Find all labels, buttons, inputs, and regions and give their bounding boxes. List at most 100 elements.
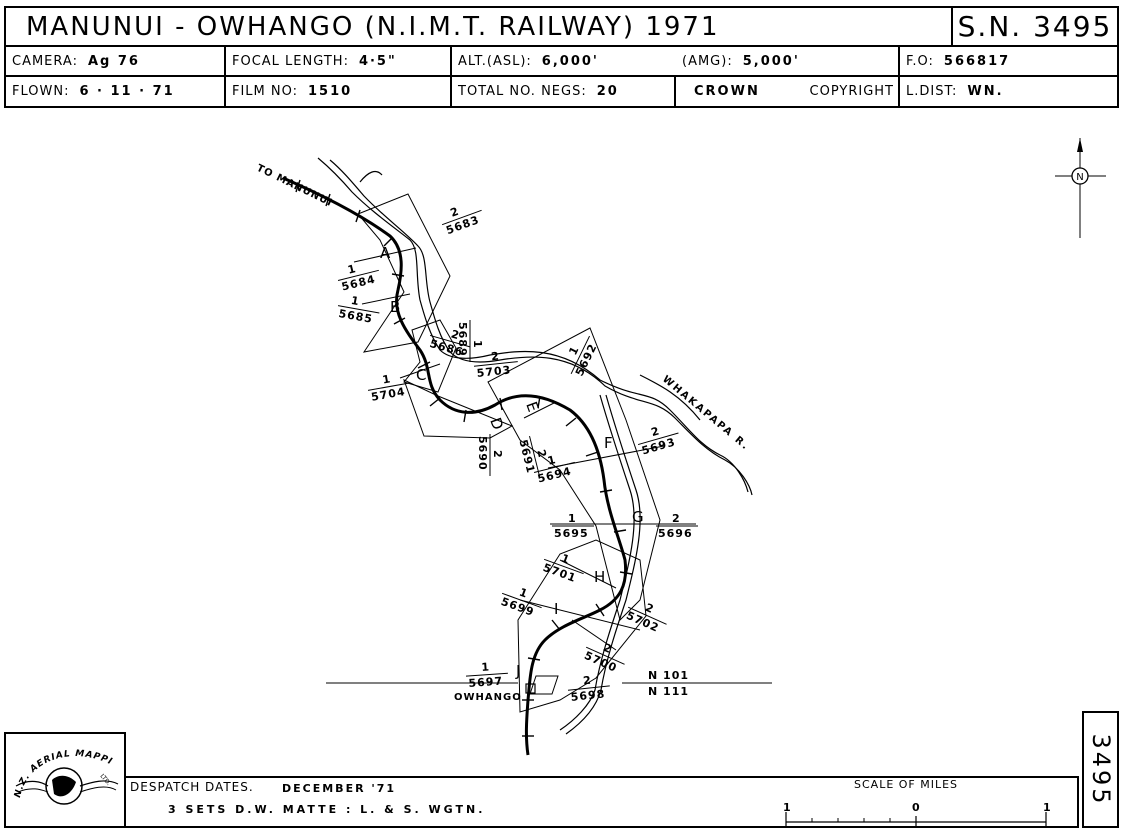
frame-5701: 1 5701: [541, 552, 584, 585]
focal-value: 4·5": [358, 53, 397, 69]
ldist-value: WN.: [967, 84, 1004, 99]
scale-left: 1: [783, 801, 791, 814]
svg-text:5693: 5693: [640, 435, 677, 457]
strip-letter-d: D: [486, 415, 507, 432]
frame-5692: 1 5692: [566, 335, 600, 378]
photo-strip-outlines: [357, 193, 661, 713]
svg-text:5689: 5689: [456, 322, 469, 357]
strip-letters: A B C D E F G H I J: [380, 244, 644, 680]
scale-bar: 1 0 1: [783, 801, 1051, 826]
nz-aerial-mapping-logo: N.Z. AERIAL MAPPING LTD.: [2, 727, 126, 828]
svg-text:2: 2: [672, 512, 681, 525]
svg-text:5702: 5702: [624, 609, 661, 635]
svg-text:1: 1: [546, 453, 558, 468]
alt-asl-cell: ALT.(ASL): 6,000': [452, 47, 676, 77]
focal-cell: FOCAL LENGTH: 4·5": [226, 47, 452, 77]
svg-text:5695: 5695: [554, 527, 589, 540]
svg-text:5696: 5696: [658, 527, 693, 540]
north-arrow-icon: N: [1055, 138, 1106, 238]
frame-5703: 2 5703: [473, 349, 518, 380]
logo-icon: N.Z. AERIAL MAPPING LTD.: [2, 727, 119, 805]
owhango-label: OWHANGO: [454, 692, 522, 703]
negs-cell: TOTAL NO. NEGS: 20: [452, 77, 676, 106]
copyright-text: COPYRIGHT: [809, 84, 894, 99]
flown-value: 6 · 11 · 71: [79, 84, 175, 99]
sortie-number: S.N. 3495: [953, 8, 1117, 47]
frame-5698: 2 5698: [567, 674, 610, 704]
frame-5689: 1 5689: [456, 320, 484, 362]
fo-label: F.O:: [906, 53, 934, 69]
frame-5695: 1 5695: [552, 512, 594, 540]
footer: N.Z. AERIAL MAPPING LTD. DESPATCH DATES.…: [2, 727, 1079, 828]
side-number-box: 3495: [1082, 711, 1119, 828]
ldist-label: L.DIST:: [906, 84, 958, 99]
strip-letter-j: J: [515, 662, 520, 680]
frame-5693: 2 5693: [637, 424, 679, 457]
svg-text:1: 1: [559, 552, 572, 567]
despatch-box: DESPATCH DATES. DECEMBER '71 3 SETS D.W.…: [124, 776, 1079, 828]
frame-5685: 1 5685: [338, 294, 380, 326]
copyright-cell: CROWN COPYRIGHT: [676, 77, 900, 106]
frame-labels: 2 5683 1 5684 1 5685 2 5686 1 5689 2 570…: [337, 204, 698, 704]
strip-divider-lines: [353, 247, 696, 651]
svg-text:2: 2: [449, 204, 462, 219]
svg-text:1: 1: [517, 586, 530, 601]
svg-text:1: 1: [350, 294, 361, 308]
svg-text:1: 1: [568, 512, 577, 525]
sets-text: 3 SETS D.W. MATTE : L. & S. WGTN.: [168, 803, 486, 816]
frame-5683: 2 5683: [441, 204, 482, 237]
ldist-cell: L.DIST: WN.: [900, 77, 1117, 106]
film-cell: FILM NO: 1510: [226, 77, 452, 106]
frame-5704: 1 5704: [367, 372, 410, 404]
negs-value: 20: [596, 84, 619, 99]
strip-letter-f: F: [604, 434, 613, 452]
svg-text:1: 1: [566, 344, 581, 357]
alt-amg-label: (AMG):: [682, 53, 733, 69]
svg-text:2: 2: [450, 328, 462, 343]
strip-letter-c: C: [416, 366, 426, 384]
svg-text:5684: 5684: [340, 273, 377, 294]
flown-label: FLOWN:: [12, 84, 70, 99]
alt-asl-value: 6,000': [541, 53, 599, 69]
to-manunui-label: TO MANUNUI: [255, 163, 335, 209]
sheet-n111: N 111: [648, 685, 689, 698]
alt-amg-value: 5,000': [742, 53, 800, 69]
svg-text:5692: 5692: [573, 341, 600, 378]
railway-line: [282, 176, 633, 756]
camera-value: Ag 76: [87, 53, 140, 69]
svg-text:2: 2: [491, 450, 504, 459]
side-number: 3495: [1086, 732, 1115, 807]
strip-letter-g: G: [632, 508, 644, 526]
svg-text:5704: 5704: [370, 385, 406, 404]
focal-label: FOCAL LENGTH:: [232, 53, 349, 69]
scale-right: 1: [1043, 801, 1051, 814]
north-label: N: [1076, 172, 1083, 183]
negs-label: TOTAL NO. NEGS:: [458, 84, 587, 99]
strip-letter-i: I: [554, 600, 558, 618]
film-value: 1510: [308, 84, 353, 99]
river-lines: [317, 157, 753, 735]
crown-text: CROWN: [694, 84, 760, 99]
svg-text:5690: 5690: [476, 436, 489, 471]
sheet-n101: N 101: [648, 669, 689, 682]
header-table: MANUNUI - OWHANGO (N.I.M.T. RAILWAY) 197…: [4, 6, 1119, 108]
camera-cell: CAMERA: Ag 76: [6, 47, 226, 77]
alt-amg-cell: (AMG): 5,000': [676, 47, 900, 77]
svg-text:5703: 5703: [476, 363, 512, 380]
frame-5684: 1 5684: [337, 262, 379, 294]
svg-text:5697: 5697: [468, 675, 503, 690]
film-label: FILM NO:: [232, 84, 299, 99]
svg-text:5698: 5698: [570, 687, 606, 704]
flown-cell: FLOWN: 6 · 11 · 71: [6, 77, 226, 106]
map-title: MANUNUI - OWHANGO (N.I.M.T. RAILWAY) 197…: [6, 8, 953, 47]
svg-text:2: 2: [650, 424, 662, 439]
svg-text:5700: 5700: [582, 649, 619, 675]
station-symbol: [525, 675, 559, 695]
fo-cell: F.O: 566817: [900, 47, 1117, 77]
frame-5690: 2 5690: [476, 434, 504, 476]
frame-5700: 2 5700: [582, 641, 625, 675]
svg-text:5685: 5685: [338, 307, 374, 326]
svg-text:2: 2: [490, 349, 500, 363]
fo-value: 566817: [943, 53, 1011, 69]
